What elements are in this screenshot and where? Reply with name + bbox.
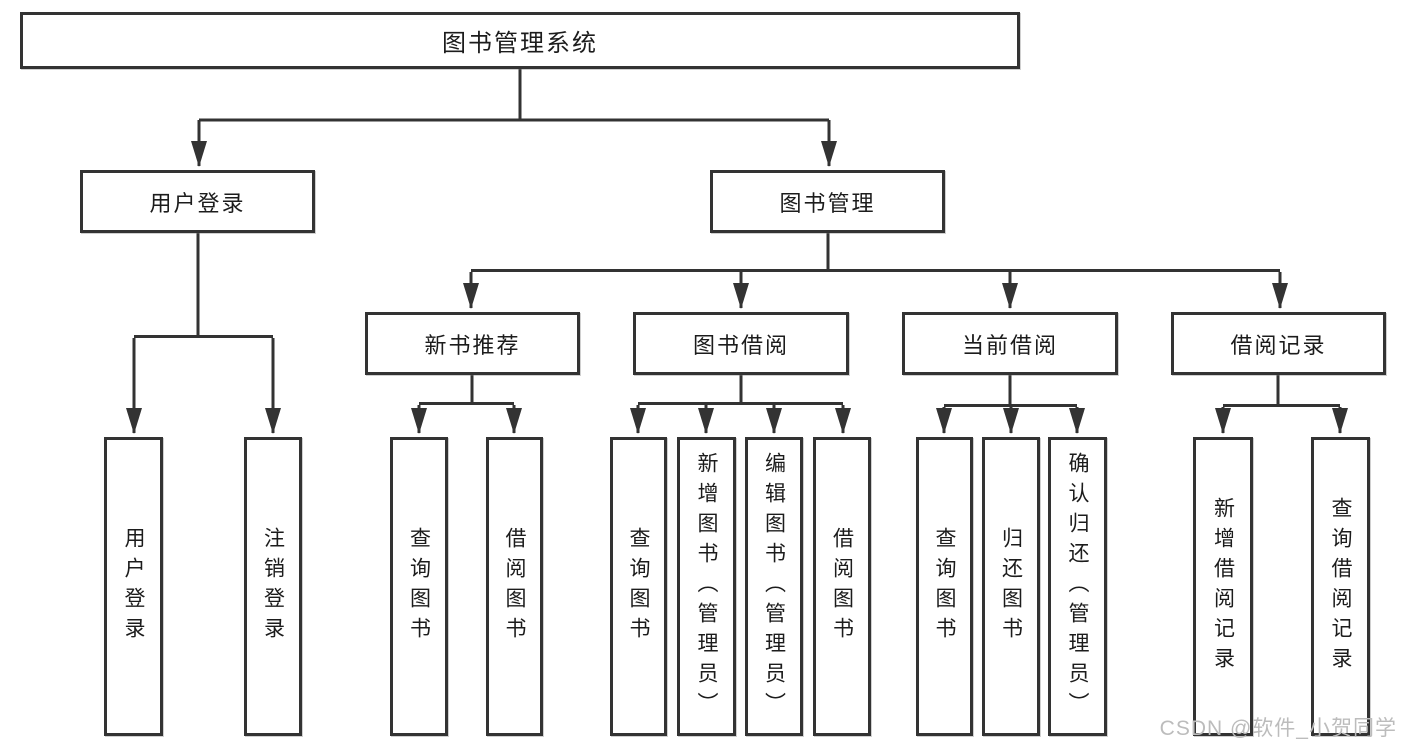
- node-book-borrow: 图书借阅: [633, 312, 849, 375]
- connector-user-login-children: [126, 233, 281, 434]
- connector-book-management-children: [463, 233, 1288, 309]
- csdn-watermark: CSDN @软件_小贺同学: [1159, 717, 1397, 740]
- node-leaf-add-borrow-record: 新增借阅记录: [1193, 437, 1253, 736]
- node-leaf-borrow-books: 借阅图书: [813, 437, 871, 736]
- node-leaf-query-books-borrow: 查询图书: [610, 437, 667, 736]
- connector-recommend-children: [411, 375, 522, 434]
- node-leaf-query-borrow-record: 查询借阅记录: [1311, 437, 1370, 736]
- connector-borrow-children: [630, 375, 851, 434]
- node-book-management-branch: 图书管理: [710, 170, 945, 233]
- node-leaf-edit-books-admin: 编辑图书（管理员）: [745, 437, 803, 736]
- node-borrow-records: 借阅记录: [1171, 312, 1386, 375]
- node-leaf-confirm-return-admin: 确认归还（管理员）: [1048, 437, 1107, 736]
- connector-root-to-level2: [191, 69, 837, 167]
- node-leaf-query-books-current: 查询图书: [916, 437, 973, 736]
- node-library-management-system: 图书管理系统: [20, 12, 1020, 69]
- node-leaf-return-books: 归还图书: [982, 437, 1040, 736]
- connector-records-children: [1215, 375, 1348, 434]
- node-leaf-query-books-recommend: 查询图书: [390, 437, 448, 736]
- node-user-login-branch: 用户登录: [80, 170, 315, 233]
- node-new-book-recommend: 新书推荐: [365, 312, 580, 375]
- node-leaf-user-login: 用户登录: [104, 437, 163, 736]
- node-current-borrow: 当前借阅: [902, 312, 1118, 375]
- node-leaf-add-books-admin: 新增图书（管理员）: [677, 437, 736, 736]
- node-leaf-logout: 注销登录: [244, 437, 302, 736]
- node-leaf-borrow-books-recommend: 借阅图书: [486, 437, 543, 736]
- connector-current-children: [936, 375, 1085, 434]
